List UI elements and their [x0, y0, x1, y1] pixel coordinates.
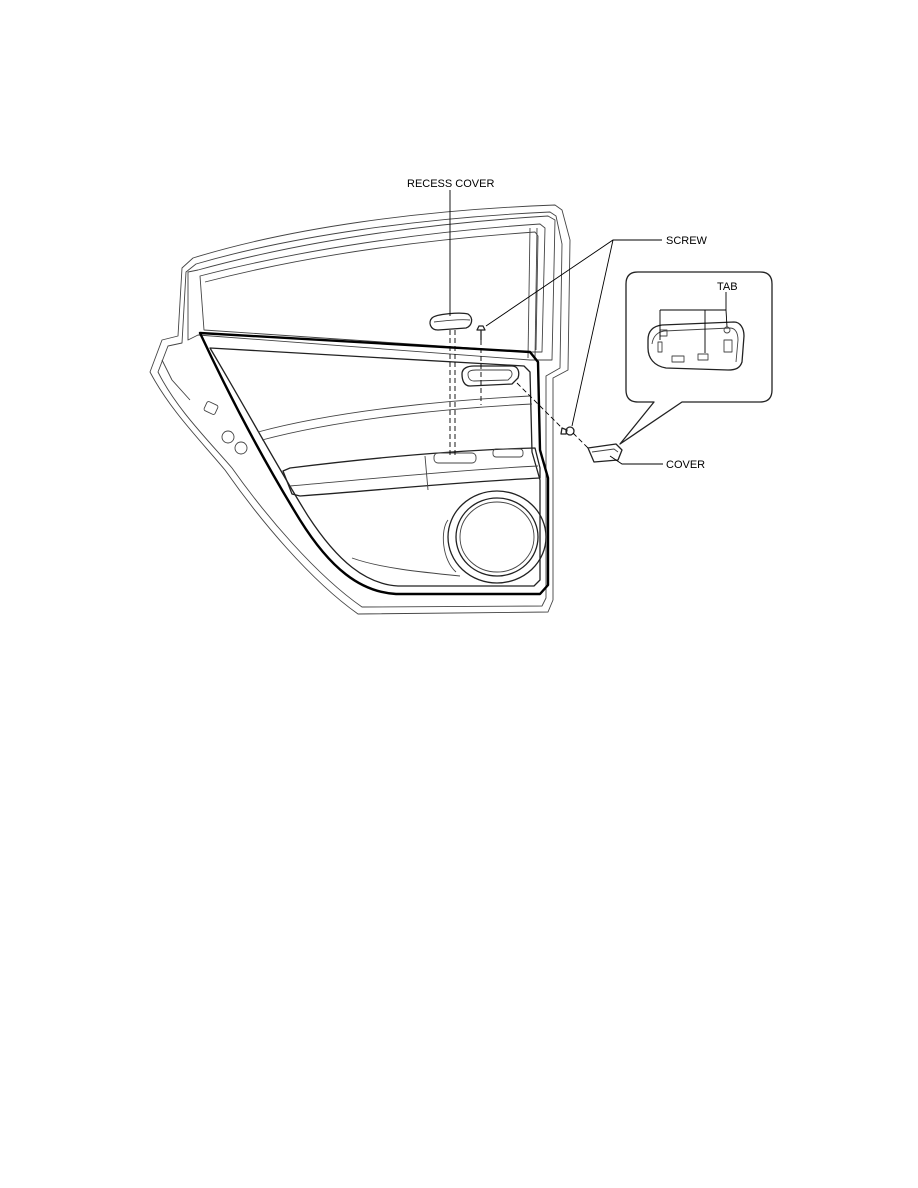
leader-lines	[449, 190, 663, 465]
cover-part	[587, 443, 623, 463]
screw-label: SCREW	[666, 235, 708, 247]
recess-cover-label: RECESS COVER	[407, 178, 494, 190]
tab-label: TAB	[717, 281, 738, 293]
cover-label: COVER	[666, 459, 705, 471]
door-trim-panel	[198, 331, 550, 596]
screw-side	[560, 426, 575, 436]
installation-lines	[449, 330, 591, 455]
recess-cover-part	[429, 312, 473, 331]
screw-top	[476, 325, 486, 340]
detail-callout	[619, 271, 773, 445]
door-frame	[149, 204, 571, 615]
